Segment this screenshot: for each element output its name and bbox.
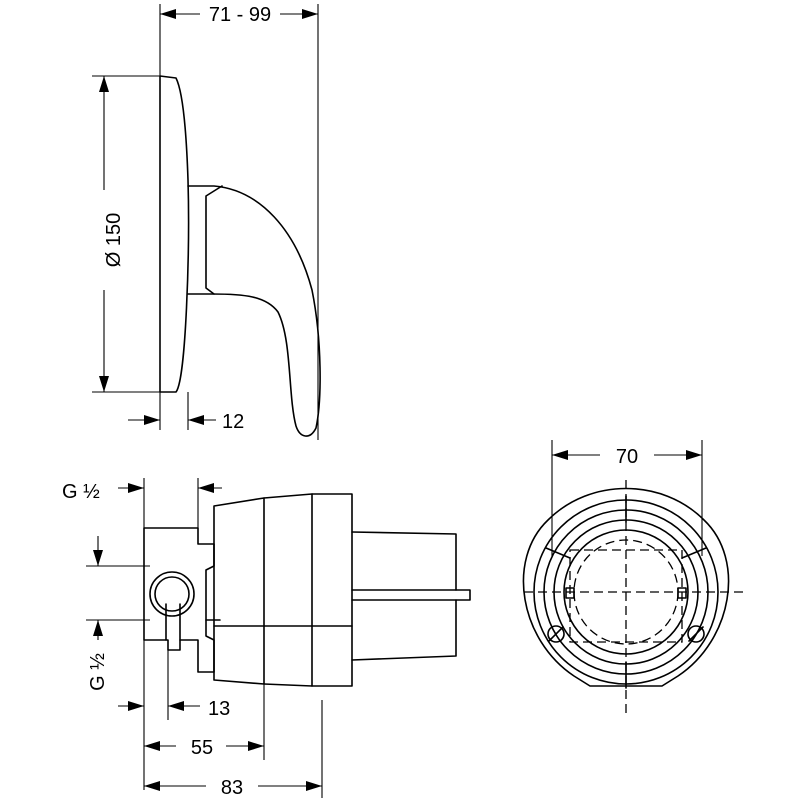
- arrow-head: [93, 550, 103, 566]
- trim-plate-profile: [159, 75, 190, 393]
- arrow-head: [686, 450, 702, 460]
- arrow-head: [99, 76, 109, 92]
- tab-left: [565, 587, 575, 599]
- lever-handle-outline: [187, 185, 321, 437]
- rib-right: [681, 547, 707, 559]
- arrow-head: [188, 415, 204, 425]
- dimension-83: 83: [221, 777, 243, 799]
- dimension-55: 55: [191, 737, 213, 759]
- screw-right: [687, 625, 705, 643]
- arrow-head: [144, 781, 160, 791]
- arrow-head: [168, 701, 184, 711]
- arrow-head: [99, 376, 109, 392]
- rough-in-front-view: 70: [522, 440, 748, 714]
- side-profile-view: 71 - 99 Ø 150 12: [92, 4, 321, 440]
- arrow-head: [552, 450, 568, 460]
- arrow-head: [248, 741, 264, 751]
- sleeve-segment-1: [213, 497, 265, 685]
- dimension-71-99: 71 - 99: [209, 4, 271, 26]
- valve-body: [143, 527, 215, 673]
- dimension-13: 13: [208, 698, 230, 720]
- spindle-housing: [351, 531, 471, 661]
- arrow-head: [128, 483, 144, 493]
- housing-outer: [522, 487, 730, 687]
- sleeve-segment-2: [263, 493, 313, 687]
- arrow-head: [306, 781, 322, 791]
- thread-label-bottom: G ½: [87, 653, 109, 691]
- lever-neck: [205, 185, 223, 295]
- inlet-port-inner: [154, 576, 190, 612]
- inlet-port: [149, 571, 195, 617]
- rough-in-side-view: G ½ G ½: [62, 478, 471, 799]
- arrow-head: [128, 701, 144, 711]
- screw-left: [547, 625, 565, 643]
- valve-stem: [165, 603, 181, 641]
- sleeve-segment-3: [311, 493, 353, 687]
- tab-right: [677, 587, 687, 599]
- thread-label-top: G ½: [62, 481, 100, 503]
- dimension-diameter-150: Ø 150: [103, 213, 125, 267]
- arrow-head: [198, 483, 214, 493]
- rib-left: [545, 547, 571, 559]
- dimension-12: 12: [222, 411, 244, 433]
- arrow-head: [93, 620, 103, 636]
- arrow-head: [160, 9, 176, 19]
- dimension-70: 70: [616, 446, 638, 468]
- hidden-inner-body: [569, 549, 683, 643]
- arrow-head: [302, 9, 318, 19]
- arrow-head: [144, 741, 160, 751]
- arrow-head: [144, 415, 160, 425]
- housing-ring-4: [563, 529, 689, 655]
